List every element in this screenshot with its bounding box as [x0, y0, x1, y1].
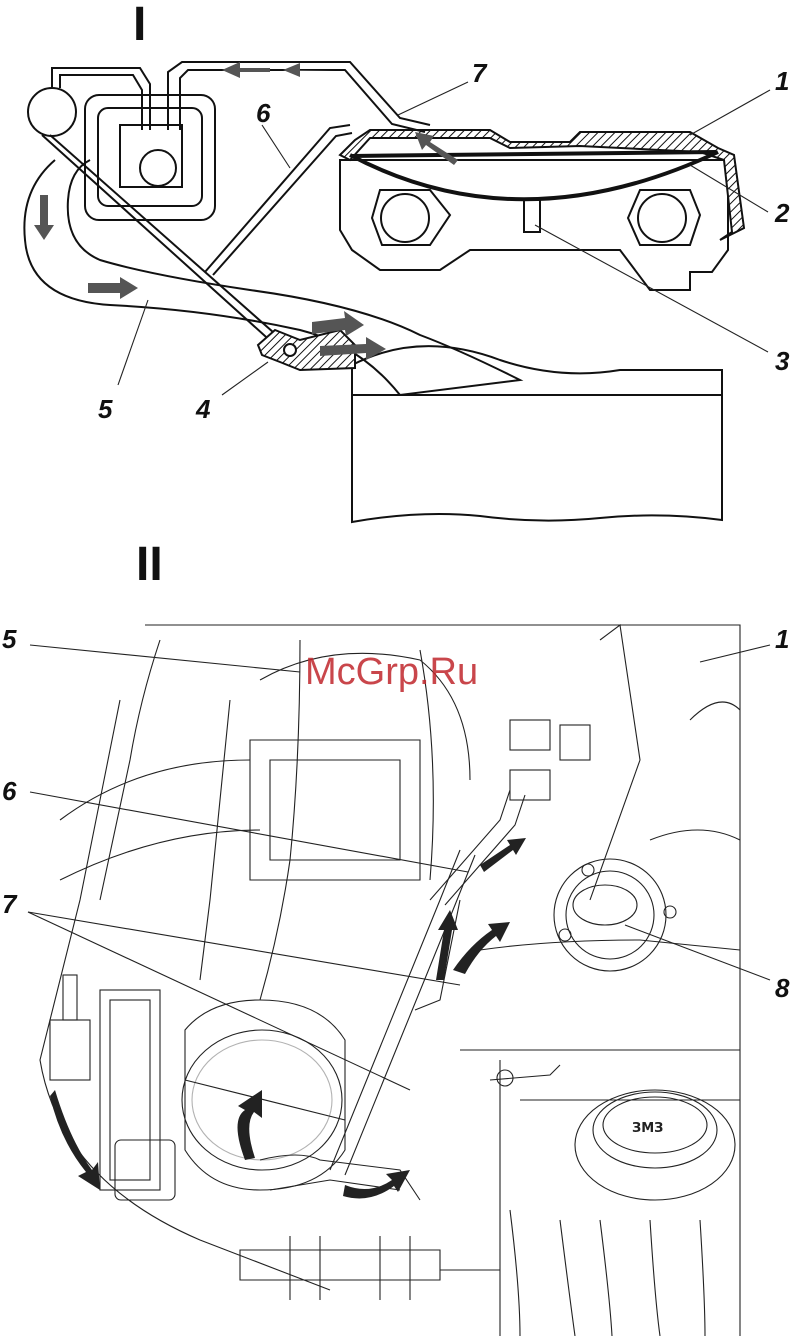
callout-1-bottom: 1 — [775, 624, 789, 654]
callouts-ii: 5 1 6 7 8 — [2, 624, 790, 1090]
throttle-body-ii — [185, 1000, 345, 1190]
watermark: McGrp.Ru — [305, 651, 478, 693]
callout-7-top: 7 — [472, 58, 488, 88]
flow-arrows-i — [34, 62, 458, 360]
stud-left — [50, 1020, 90, 1080]
valve-cover-ii — [480, 940, 740, 950]
hose-7-lower — [330, 850, 460, 1170]
valve-cover — [340, 130, 744, 240]
callout-7-bottom: 7 — [2, 889, 18, 919]
camshaft-left — [372, 190, 450, 245]
hose-6 — [205, 125, 350, 272]
intake-manifold-outer — [40, 700, 330, 1290]
callout-6-top: 6 — [256, 98, 271, 128]
filler-cap-emblem: ЗМЗ — [632, 1121, 663, 1136]
callout-6-bottom: 6 — [2, 776, 17, 806]
oil-filler-cap — [575, 1090, 735, 1200]
section-label-ii: II — [136, 538, 163, 591]
callout-3-top: 3 — [775, 346, 790, 376]
callout-2-top: 2 — [774, 198, 790, 228]
callout-5-bottom: 5 — [2, 624, 17, 654]
callout-8-bottom: 8 — [775, 973, 790, 1003]
callout-4-top: 4 — [195, 394, 211, 424]
throttle-sensor — [100, 990, 160, 1190]
engine-illustration-ii: ЗМЗ — [40, 625, 740, 1336]
cylinder-head — [340, 160, 728, 290]
flow-arrows-ii — [50, 838, 526, 1198]
oil-separator-cap — [554, 859, 666, 971]
oil-separator-stud — [524, 200, 540, 232]
section-label-i: I — [133, 0, 146, 51]
cylinder-block — [352, 395, 722, 522]
schematic-i — [24, 62, 744, 522]
callout-1-top: 1 — [775, 66, 789, 96]
callout-5-top: 5 — [98, 394, 113, 424]
connector-upper — [510, 720, 550, 750]
